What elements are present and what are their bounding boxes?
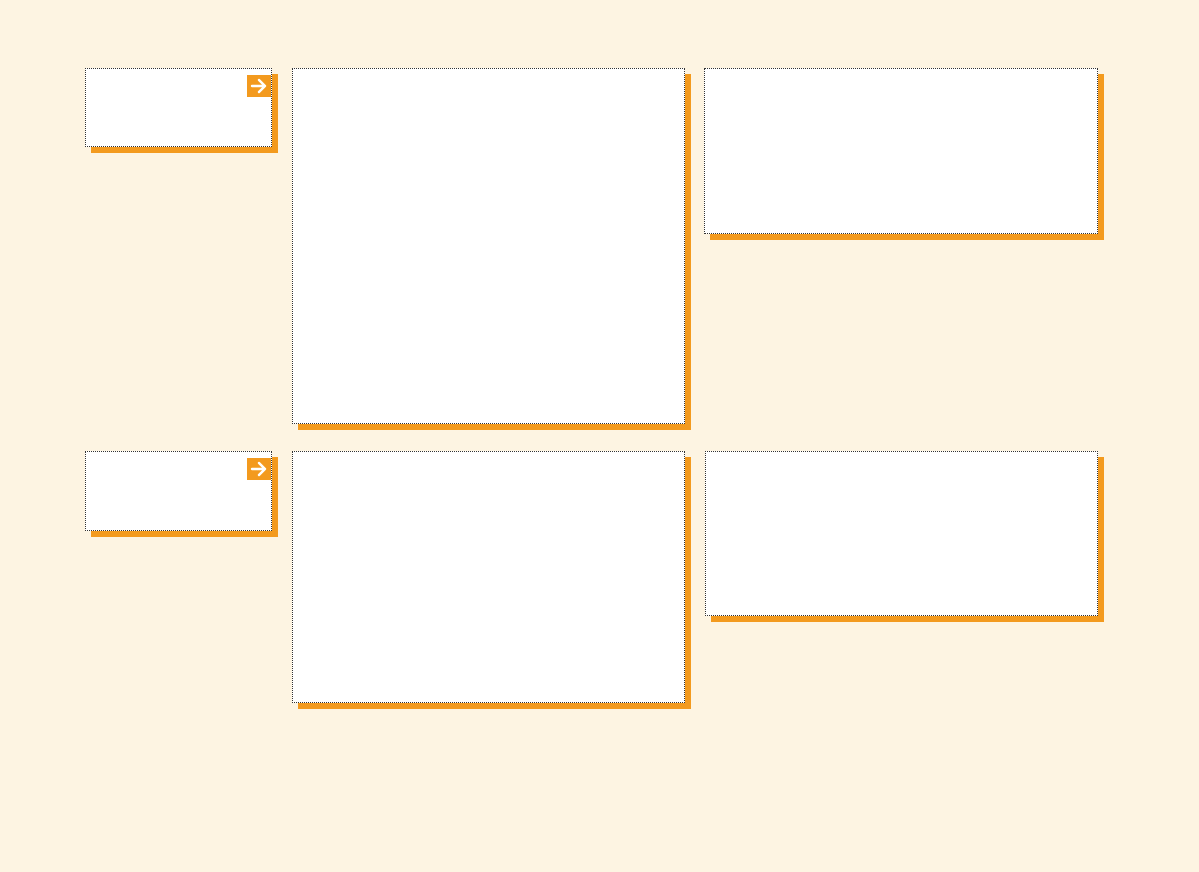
arrow-right-icon bbox=[247, 75, 271, 97]
arrow-right-icon bbox=[247, 458, 271, 480]
expand-button-1[interactable] bbox=[247, 75, 271, 97]
side-card-2-text bbox=[94, 460, 263, 522]
side-card-1 bbox=[85, 68, 272, 147]
right-card-2-text bbox=[714, 460, 1089, 607]
side-card-1-text bbox=[94, 77, 263, 138]
side-card-2 bbox=[85, 451, 272, 531]
main-card-1-text bbox=[301, 77, 676, 415]
main-card-2-text bbox=[301, 460, 676, 694]
expand-button-2[interactable] bbox=[247, 458, 271, 480]
main-card-1 bbox=[292, 68, 685, 424]
right-card-1-text bbox=[713, 77, 1089, 225]
right-card-2 bbox=[705, 451, 1098, 616]
main-card-2 bbox=[292, 451, 685, 703]
right-card-1 bbox=[704, 68, 1098, 234]
